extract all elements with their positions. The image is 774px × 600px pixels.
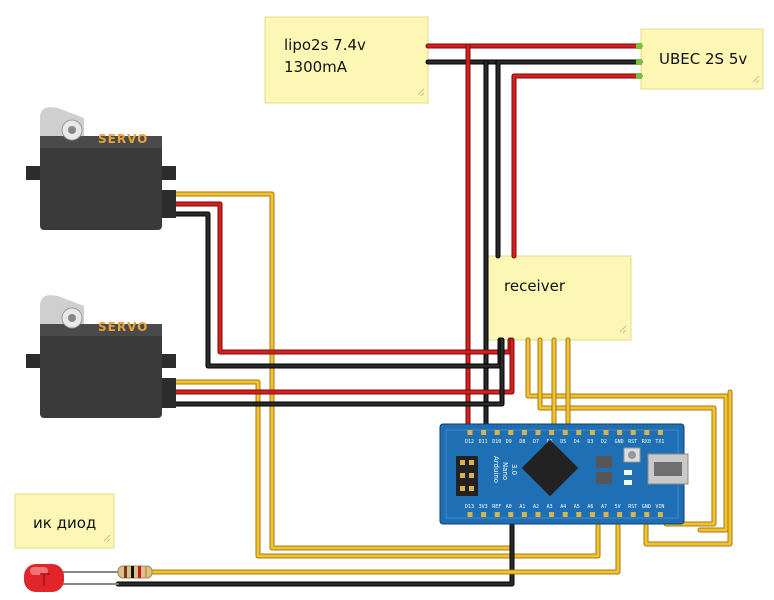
top-pin-pad [630, 430, 636, 435]
top-pin-pad [521, 430, 527, 435]
bottom-pin-pad [494, 512, 500, 517]
ubec-receiver-red-wire [511, 73, 643, 259]
top-pin-pad [644, 430, 650, 435]
bottom-pin-pad [562, 512, 568, 517]
servo-2: SERVO [26, 295, 176, 418]
bottom-pin-pad [521, 512, 527, 517]
servo2-ground-wire [173, 337, 505, 407]
top-pin-pad [603, 430, 609, 435]
bottom-pin-label: D13 [465, 504, 474, 510]
servo2-power-wire [173, 337, 515, 395]
ir-diode-note: ик диод [14, 493, 115, 549]
servo2-signal-wire [173, 379, 601, 559]
top-pin-label: D12 [465, 439, 474, 445]
resistor-diode-wire [61, 571, 119, 585]
usb-connector [647, 453, 689, 485]
top-pin-pad [494, 430, 500, 435]
top-pin-label: D11 [479, 439, 488, 445]
reset-button [623, 447, 641, 463]
bottom-pin-label: A7 [601, 504, 607, 510]
ubec-receiver-black-wire [495, 59, 643, 259]
ir-led [24, 564, 64, 592]
wires [61, 43, 733, 587]
top-pin-label: RST [628, 439, 637, 445]
bottom-pin-label: A5 [574, 504, 580, 510]
top-pin-label: D9 [506, 439, 512, 445]
bottom-pin-pad [508, 512, 514, 517]
bottom-pin-label: GND [642, 504, 651, 510]
top-pin-pad [535, 430, 541, 435]
icsp-header [456, 456, 478, 496]
bottom-pin-label: A4 [560, 504, 566, 510]
top-pin-label: D5 [560, 439, 566, 445]
battery-note-line2: 1300mA [284, 58, 348, 76]
bottom-pin-pad [617, 512, 623, 517]
top-pin-label: D3 [587, 439, 593, 445]
top-pin-pad [562, 430, 568, 435]
arduino-loop-wire [643, 389, 733, 547]
bottom-pin-label: VIN [655, 504, 664, 510]
bottom-pin-pad [576, 512, 582, 517]
resistor [117, 565, 153, 579]
battery-note-line1: lipo2s 7.4v [284, 36, 366, 54]
top-pin-label: D4 [574, 439, 580, 445]
bottom-pin-label: 3V3 [479, 504, 488, 510]
ubec-note-label: UBEC 2S 5v [659, 50, 747, 68]
servo-2-label: SERVO [98, 320, 148, 334]
top-pin-label: GND [615, 439, 624, 445]
receiver-ch1-wire [525, 337, 729, 533]
bottom-pin-pad [603, 512, 609, 517]
top-pin-pad [481, 430, 487, 435]
bottom-pin-pad [535, 512, 541, 517]
top-pin-pad [576, 430, 582, 435]
bottom-pin-pad [644, 512, 650, 517]
bottom-pin-label: A0 [506, 504, 512, 510]
top-pin-label: D2 [601, 439, 607, 445]
top-pin-label: D7 [533, 439, 539, 445]
servo1-power-wire [173, 201, 513, 355]
bottom-pin-label: A1 [519, 504, 525, 510]
bottom-pin-pad [589, 512, 595, 517]
top-pin-pad [508, 430, 514, 435]
arduino-title-line3: 3.0 [510, 464, 518, 475]
ubec-note: UBEC 2S 5v [640, 28, 764, 90]
bottom-pin-label: A6 [587, 504, 593, 510]
bottom-pin-pad [657, 512, 663, 517]
arduino-gnd-diode-wire [115, 517, 515, 587]
arduino-nano: D12D11D10D9D8D7D6D5D4D3D2GNDRSTRX0TX1 D1… [439, 423, 689, 525]
top-pin-pad [657, 430, 663, 435]
bottom-pin-label: 5V [615, 504, 621, 510]
top-pin-pad [589, 430, 595, 435]
bottom-pin-label: A2 [533, 504, 539, 510]
receiver-note: receiver [485, 255, 632, 341]
bottom-pin-label: REF [492, 504, 501, 510]
bottom-pin-pad [630, 512, 636, 517]
bottom-pin-pad [467, 512, 473, 517]
top-pin-label: D8 [519, 439, 525, 445]
arduino-resistor-wire [149, 515, 621, 575]
servo-1-label: SERVO [98, 132, 148, 146]
top-pin-pad [549, 430, 555, 435]
receiver-note-label: receiver [504, 277, 566, 295]
top-pin-pad [617, 430, 623, 435]
connector-tips [636, 43, 642, 79]
top-pin-label: RX0 [642, 439, 651, 445]
bottom-pin-label: A3 [547, 504, 553, 510]
top-pin-pad [467, 430, 473, 435]
arduino-title-line1: Arduino [492, 456, 500, 483]
servo-1: SERVO [26, 107, 176, 230]
top-pin-label: TX1 [655, 439, 664, 445]
bottom-pin-pad [481, 512, 487, 517]
top-pin-label: D10 [492, 439, 501, 445]
battery-note: lipo2s 7.4v 1300mA [264, 16, 429, 104]
arduino-title-line2: Nano [501, 462, 509, 480]
arduino-bottom-pins: D13 3V3 REF A0 A1 A2 A3 A4 A5 A6 A7 5V RST GND VIN [465, 504, 664, 517]
ir-diode-note-label: ик диод [33, 514, 96, 532]
bottom-pin-label: RST [628, 504, 637, 510]
bottom-pin-pad [549, 512, 555, 517]
servo1-ground-wire [173, 211, 503, 369]
